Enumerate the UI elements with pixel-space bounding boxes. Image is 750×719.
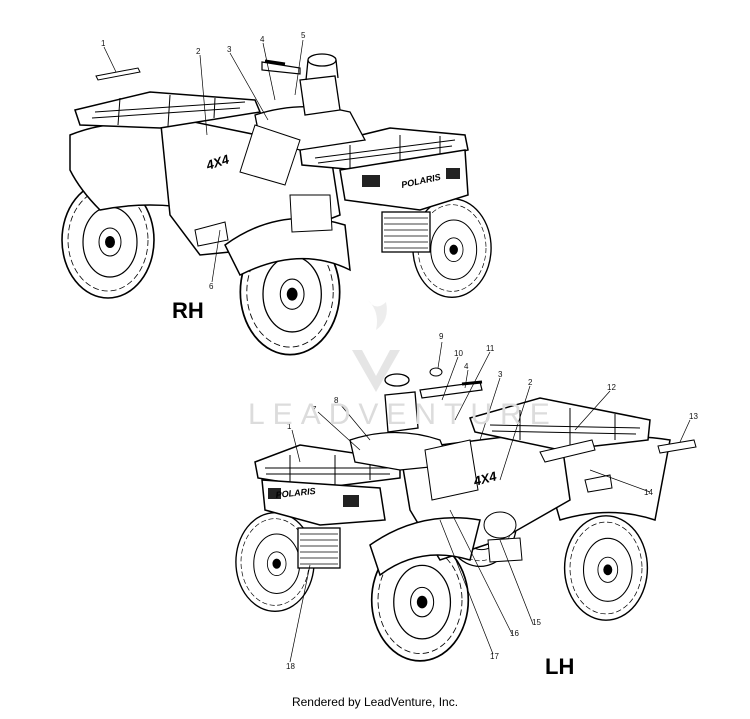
callout-lh-2: 2 [528,378,533,387]
callout-rh-6: 6 [209,282,214,291]
view-label-lh: LH [545,654,575,679]
callout-rh-1: 1 [101,39,106,48]
watermark-logo [352,300,400,392]
callout-lh-1: 1 [287,422,292,431]
callout-lh-16: 16 [510,629,519,638]
watermark-text: LEADVENTURE [248,398,558,431]
rh-4x4-decal: 4X4 [203,151,231,173]
callout-lh-4: 4 [464,362,469,371]
callout-lh-10: 10 [454,349,463,358]
callout-lh-7: 7 [312,405,317,414]
callout-lh-12: 12 [607,383,616,392]
atv-left-hand-view: 4X4 POLARIS [235,341,697,663]
callout-lh-13: 13 [689,412,698,421]
callout-lh-11: 11 [486,344,495,353]
view-label-rh: RH [172,298,204,323]
callout-lh-14: 14 [644,488,653,497]
callout-lh-18: 18 [286,662,295,671]
lh-polaris-decal: POLARIS [275,486,316,500]
callout-lh-8: 8 [334,396,339,405]
callout-lh-17: 17 [490,652,499,661]
callout-rh-3: 3 [227,45,232,54]
callout-lh-9: 9 [439,332,444,341]
callout-lh-3: 3 [498,370,503,379]
callout-rh-4: 4 [260,35,265,44]
callout-rh-2: 2 [196,47,201,56]
atv-right-hand-view: 4X4 POLARIS [61,39,492,356]
callout-lh-15: 15 [532,618,541,627]
lh-4x4-decal: 4X4 [471,468,499,489]
callout-rh-5: 5 [301,31,306,40]
footer-credit: Rendered by LeadVenture, Inc. [291,695,459,709]
